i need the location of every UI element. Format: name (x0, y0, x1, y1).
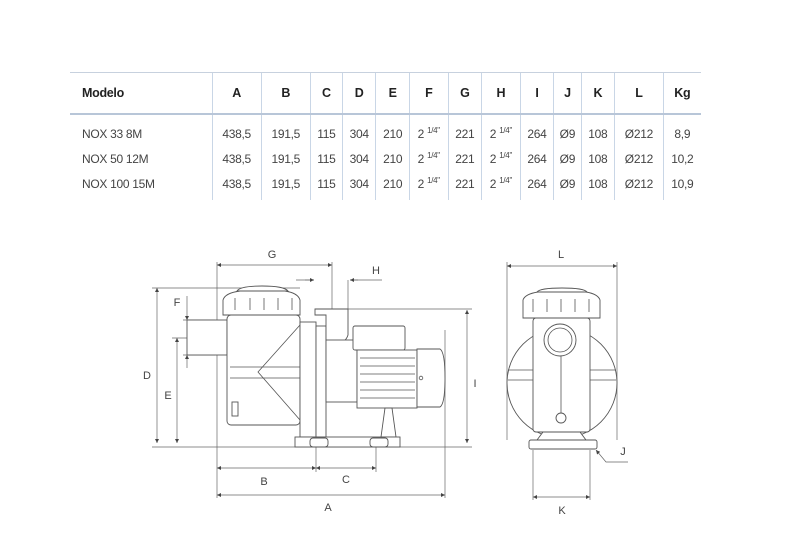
col-header-c: C (309, 72, 343, 115)
label-c: C (342, 474, 350, 486)
model-cell: NOX 100 15M (82, 176, 155, 191)
label-h: H (372, 265, 380, 277)
value-cell: 2 1/4" (481, 146, 521, 171)
value-cell: 115 (309, 146, 343, 171)
value-cell: 108 (580, 146, 615, 171)
value-cell: 191,5 (260, 146, 311, 171)
label-f: F (174, 297, 181, 309)
col-header-e: E (375, 72, 410, 115)
value-cell: 108 (580, 114, 615, 146)
value-cell: 438,5 (211, 171, 262, 200)
col-header-k: K (580, 72, 615, 115)
value-cell: 264 (519, 171, 554, 200)
value-cell: Ø212 (614, 146, 664, 171)
col-header-i: I (519, 72, 554, 115)
pump-front-view: L J K (506, 249, 628, 517)
col-header-l: L (614, 72, 664, 115)
value-cell: Ø9 (553, 146, 582, 171)
value-cell: 108 (580, 171, 615, 200)
table-header-row: Modelo A B C D E F G H I J K L Kg (70, 72, 701, 115)
label-j: J (620, 446, 626, 458)
label-e: E (164, 390, 171, 402)
col-header-d: D (341, 72, 376, 115)
label-a: A (324, 502, 332, 514)
col-header-b: B (260, 72, 311, 115)
value-cell: 438,5 (211, 146, 262, 171)
value-cell: 210 (375, 146, 410, 171)
label-l: L (558, 249, 564, 261)
value-cell: 2 1/4" (408, 171, 449, 200)
dim-j-leader (595, 449, 628, 463)
value-cell: 221 (447, 171, 482, 200)
value-cell: 191,5 (260, 114, 311, 146)
value-cell: 221 (447, 146, 482, 171)
value-cell: 115 (309, 114, 343, 146)
model-cell: NOX 50 12M (82, 151, 149, 166)
pump-body (186, 285, 446, 448)
value-cell: 264 (519, 146, 554, 171)
value-cell: 2 1/4" (408, 114, 449, 146)
value-cell: 210 (375, 114, 410, 146)
label-k: K (558, 505, 566, 517)
col-header-model: Modelo (70, 72, 212, 115)
col-header-j: J (553, 72, 582, 115)
value-cell: 2 1/4" (481, 114, 521, 146)
value-cell: 210 (375, 171, 410, 200)
label-d: D (143, 370, 151, 382)
value-cell: 304 (341, 146, 376, 171)
value-cell: Ø9 (553, 114, 582, 146)
value-cell: 10,9 (662, 171, 701, 200)
value-cell: 191,5 (260, 171, 311, 200)
value-cell: 2 1/4" (481, 171, 521, 200)
col-header-h: H (481, 72, 521, 115)
value-cell: 438,5 (211, 114, 262, 146)
model-cell: NOX 33 8M (82, 126, 142, 141)
value-cell: 304 (341, 171, 376, 200)
value-cell: 8,9 (662, 114, 701, 146)
label-b: B (260, 476, 267, 488)
value-cell: 10,2 (662, 146, 701, 171)
col-header-g: G (447, 72, 482, 115)
label-g: G (268, 249, 277, 261)
value-cell: Ø9 (553, 171, 582, 200)
value-cell: Ø212 (614, 171, 664, 200)
value-cell: 221 (447, 114, 482, 146)
value-cell: 304 (341, 114, 376, 146)
value-cell: 2 1/4" (408, 146, 449, 171)
col-header-a: A (211, 72, 262, 115)
label-i: I (473, 378, 476, 390)
pump-side-view: G H F D E I B C A (143, 249, 477, 514)
value-cell: Ø212 (614, 114, 664, 146)
col-header-kg: Kg (662, 72, 701, 115)
dimensions-table: Modelo A B C D E F G H I J K L Kg NOX 33… (70, 72, 701, 200)
value-cell: 115 (309, 171, 343, 200)
value-cell: 264 (519, 114, 554, 146)
col-header-f: F (408, 72, 449, 115)
